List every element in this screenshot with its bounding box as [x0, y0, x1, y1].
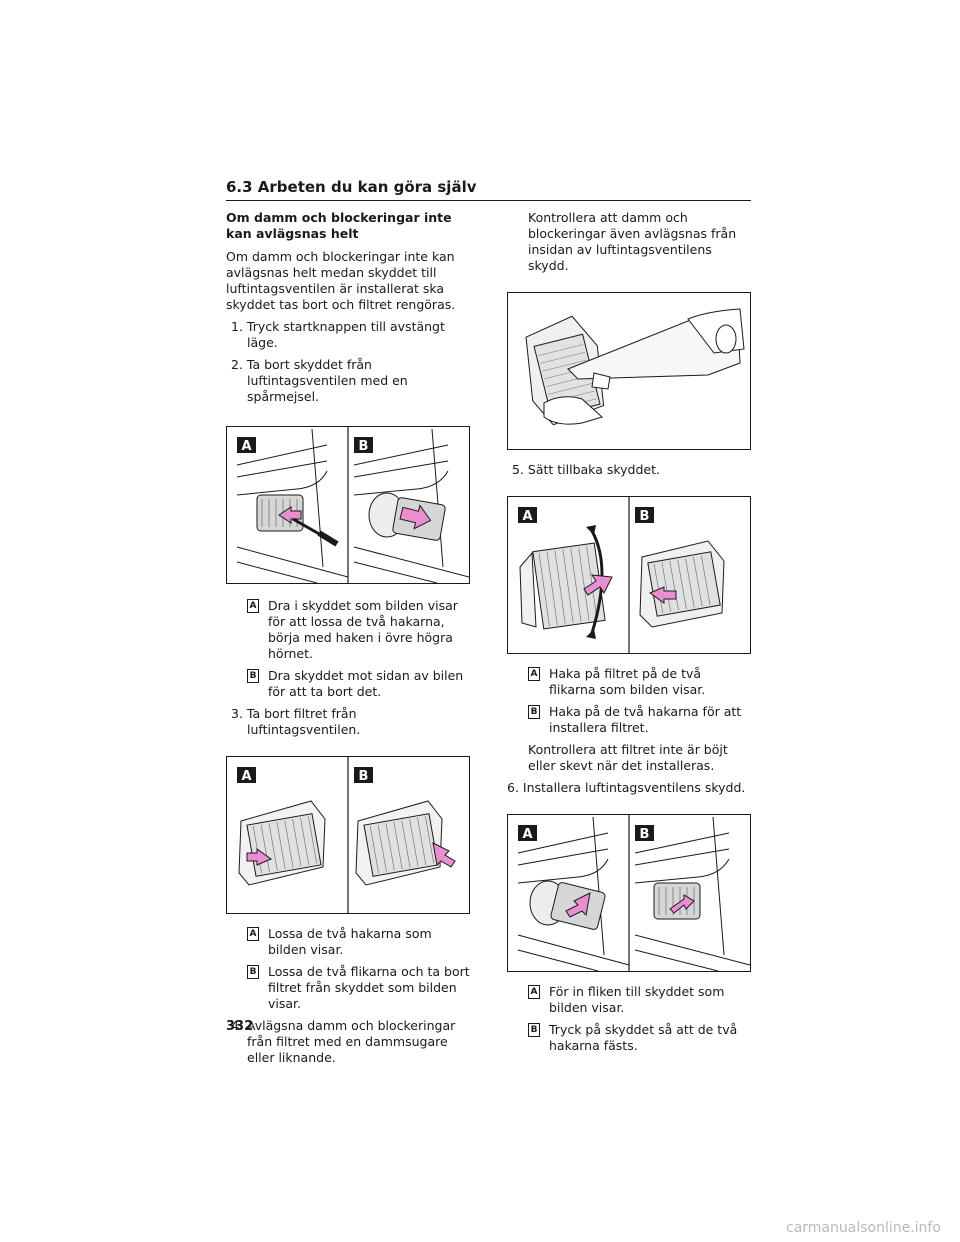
badge-b: B: [247, 669, 259, 683]
badge-a: A: [247, 927, 259, 941]
page-number: 332: [226, 1019, 254, 1034]
figure-remove-cover: A B: [226, 426, 470, 584]
figure-remove-filter: A B: [226, 756, 470, 914]
label-a: A: [522, 509, 532, 524]
illustration-remove-filter: A B: [237, 757, 456, 913]
badge-b: B: [528, 1023, 540, 1037]
step-2: 2. Ta bort skyddet från luftintagsventil…: [231, 357, 408, 404]
step-1: 1. Tryck startknappen till avstängt läge…: [231, 319, 445, 350]
label-b: B: [640, 827, 650, 842]
intro-text: Om damm och blockeringar inte kan avlägs…: [226, 249, 456, 312]
check-note: Kontrollera att filtret inte är böjt ell…: [528, 742, 728, 773]
badge-a: A: [528, 667, 540, 681]
step-6: 6. Installera luftintagsventilens skydd.: [507, 780, 746, 795]
watermark: carmanualsonline.info: [786, 1220, 941, 1236]
illustration-install-cover: A B: [517, 815, 750, 971]
illustration-vacuum-cover: [525, 308, 745, 426]
label-b: B: [359, 769, 369, 784]
figure-vacuum-cover: [507, 292, 751, 450]
label-a: A: [241, 769, 251, 784]
right-intro-text: Kontrollera att damm och blockeringar äv…: [528, 210, 737, 273]
figure-install-filter: A B: [507, 496, 751, 654]
step-4: 4. Avlägsna damm och blockeringar från f…: [231, 1018, 456, 1065]
step-5: 5. Sätt tillbaka skyddet.: [512, 462, 660, 477]
label-a: A: [522, 827, 532, 842]
step-3: 3. Ta bort filtret från luftintagsventil…: [231, 706, 361, 737]
figure-install-cover: A B: [507, 814, 751, 972]
illustration-remove-cover: A B: [236, 427, 469, 583]
section-header: 6.3 Arbeten du kan göra själv: [226, 178, 751, 201]
label-b: B: [640, 509, 650, 524]
illustration-install-filter: A B: [518, 497, 725, 653]
label-b: B: [359, 439, 369, 454]
badge-b: B: [528, 705, 540, 719]
badge-a: A: [247, 599, 259, 613]
badge-a: A: [528, 985, 540, 999]
left-column: Om damm och blockeringar inte kan avlägs…: [226, 210, 470, 1072]
label-a: A: [241, 439, 251, 454]
badge-b: B: [247, 965, 259, 979]
right-column: Kontrollera att damm och blockeringar äv…: [507, 210, 751, 1060]
subheading: Om damm och blockeringar inte kan avlägs…: [226, 210, 452, 241]
